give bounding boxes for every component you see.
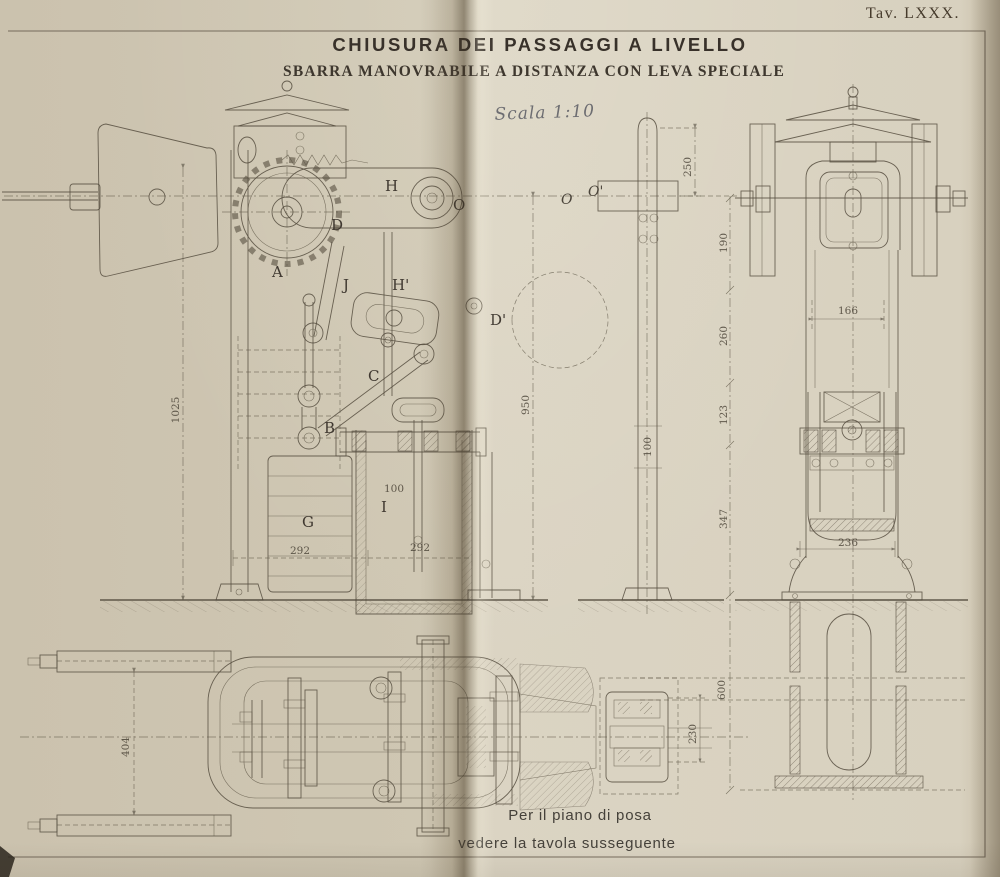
dimension-texts: 1025 950 100 250 190 260 123 347 600 166… bbox=[120, 157, 858, 757]
dim-347: 347 bbox=[718, 509, 730, 529]
gearbox-casing bbox=[207, 656, 521, 809]
footnote-line2: vedere la tavola susseguente bbox=[458, 835, 676, 852]
lever-plate bbox=[281, 167, 463, 229]
label-d: D bbox=[331, 216, 343, 234]
scale-note: Scala 1:10 bbox=[494, 101, 595, 124]
label-b: B bbox=[324, 419, 335, 437]
side-channel bbox=[467, 452, 521, 600]
plate-border bbox=[8, 30, 986, 858]
rod-b bbox=[297, 293, 321, 450]
dim-292-left: 292 bbox=[290, 545, 310, 557]
label-o-prime: O' bbox=[588, 184, 603, 200]
dim-100-post: 100 bbox=[642, 437, 654, 457]
label-g: G bbox=[302, 513, 314, 531]
footnote-line1: Per il piano di posa bbox=[508, 807, 652, 824]
label-o: O bbox=[453, 196, 465, 214]
bell-head bbox=[224, 80, 369, 179]
travel-zone-dashes bbox=[237, 336, 341, 470]
plate-hub bbox=[69, 183, 101, 211]
page-title: CHIUSURA DEI PASSAGGI A LIVELLO bbox=[332, 34, 747, 55]
right-front-view bbox=[640, 84, 968, 800]
post-base bbox=[215, 583, 264, 601]
label-h: H bbox=[385, 177, 398, 195]
counterweight-box-g bbox=[267, 455, 353, 593]
plan-view bbox=[20, 635, 750, 837]
dim-250: 250 bbox=[682, 157, 694, 177]
plate-number: Tav. LXXX. bbox=[866, 5, 960, 22]
part-labels: A B C D D' G H H' I J O O O' bbox=[271, 177, 603, 531]
label-h-prime: H' bbox=[392, 276, 409, 294]
left-elevation-view bbox=[2, 80, 700, 615]
dimension-chain bbox=[700, 193, 738, 795]
ratchet-gear bbox=[222, 150, 352, 276]
gearbox-internals bbox=[232, 671, 520, 805]
dim-1025: 1025 bbox=[170, 397, 182, 424]
middle-side-view bbox=[578, 112, 724, 614]
dim-292-right: 292 bbox=[410, 542, 430, 554]
label-c: C bbox=[368, 367, 379, 385]
dim-123: 123 bbox=[718, 405, 730, 425]
dim-404: 404 bbox=[120, 737, 132, 757]
foundation bbox=[640, 601, 965, 791]
u-frame bbox=[807, 392, 897, 541]
bar-socket-side bbox=[597, 180, 679, 212]
dim-166: 166 bbox=[838, 305, 858, 317]
side-board-left bbox=[749, 123, 776, 277]
label-j: J bbox=[341, 276, 349, 294]
counterweight-slot bbox=[826, 613, 872, 771]
dim-600: 600 bbox=[716, 680, 728, 700]
scan-corner-blemish bbox=[0, 846, 15, 877]
front-mechanism bbox=[799, 391, 905, 471]
label-o-axis: O bbox=[561, 192, 573, 208]
counterweight-plate bbox=[97, 123, 219, 277]
case-i bbox=[335, 397, 487, 615]
dim-100-case: 100 bbox=[384, 483, 404, 495]
label-i: I bbox=[381, 498, 387, 516]
plan-rod-top bbox=[27, 650, 232, 673]
label-a: A bbox=[271, 263, 283, 281]
dashed-travel-circle bbox=[511, 271, 609, 369]
label-d-prime: D' bbox=[490, 311, 506, 329]
dim-260: 260 bbox=[718, 326, 730, 346]
dim-230: 230 bbox=[687, 724, 699, 744]
dim-236: 236 bbox=[838, 537, 858, 549]
plan-rod-bottom bbox=[27, 814, 232, 837]
coupling-detail bbox=[599, 677, 712, 795]
page-subtitle: SBARRA MANOVRABILE A DISTANZA CON LEVA S… bbox=[283, 63, 785, 80]
side-board-right bbox=[911, 123, 938, 277]
post-side-outline bbox=[637, 117, 658, 600]
dim-950: 950 bbox=[520, 395, 532, 415]
dim-190: 190 bbox=[718, 233, 730, 253]
